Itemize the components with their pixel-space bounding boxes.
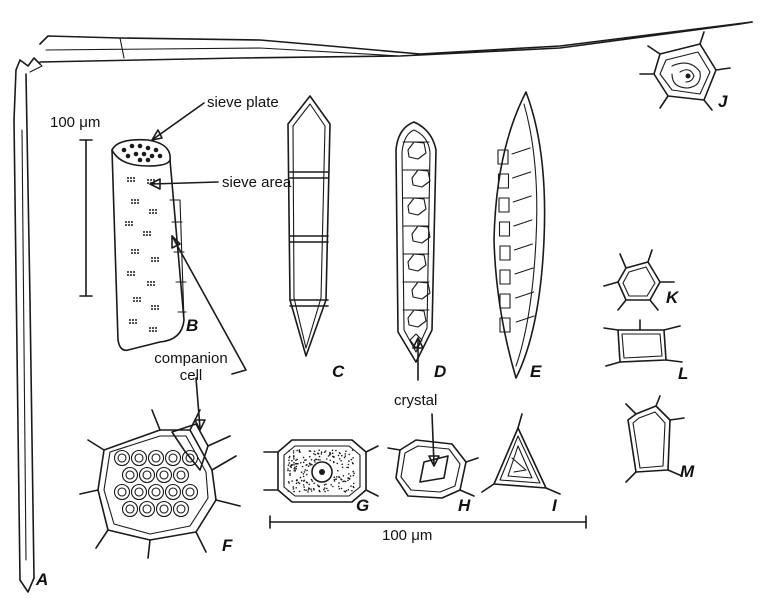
panel-letter-L: L: [678, 364, 689, 383]
sieve-dots: [121, 143, 163, 332]
sieve-tube-B: [111, 138, 187, 352]
label-companion-line1: companion: [154, 350, 228, 367]
panel-letter-M: M: [680, 462, 695, 481]
panel-letter-E: E: [530, 362, 542, 381]
crystals-D: [402, 141, 431, 349]
panel-letter-B: B: [186, 316, 199, 335]
panel-letter-J: J: [718, 92, 728, 111]
panel-letter-F: F: [222, 536, 233, 555]
cell-G: [263, 439, 379, 503]
cell-D: [395, 121, 437, 363]
panel-letter-H: H: [458, 496, 471, 515]
panel-letter-D: D: [434, 362, 447, 381]
cell-L: [603, 319, 683, 367]
cell-J: [639, 31, 731, 111]
scale-bars: [79, 139, 587, 529]
label-sieve-plate: sieve plate: [207, 94, 279, 111]
cell-E: [493, 91, 546, 379]
label-scale-bottom: 100 μm: [382, 527, 433, 544]
stipple-G: [287, 449, 355, 493]
cross-section-F: [79, 409, 241, 559]
label-companion-line2: cell: [179, 367, 203, 384]
pores-F: [113, 449, 199, 518]
cell-M: [625, 395, 685, 483]
fiber-A: [13, 21, 753, 593]
cell-I: [481, 413, 561, 495]
panel-letter-I: I: [552, 496, 557, 515]
label-companion-cell: companion cell: [136, 350, 246, 384]
leader-lines: [149, 102, 440, 467]
label-crystal: crystal: [394, 392, 438, 409]
panel-letter-A: A: [36, 570, 49, 589]
panel-letter-C: C: [332, 362, 345, 381]
label-sieve-area: sieve area: [222, 174, 292, 191]
cell-K: [603, 249, 675, 311]
label-scale-left: 100 μm: [50, 114, 101, 131]
chambers-E: [497, 147, 535, 333]
panel-letter-K: K: [666, 288, 679, 307]
cell-C: [287, 95, 331, 357]
panel-letter-G: G: [356, 496, 370, 515]
cell-H: [387, 439, 479, 499]
